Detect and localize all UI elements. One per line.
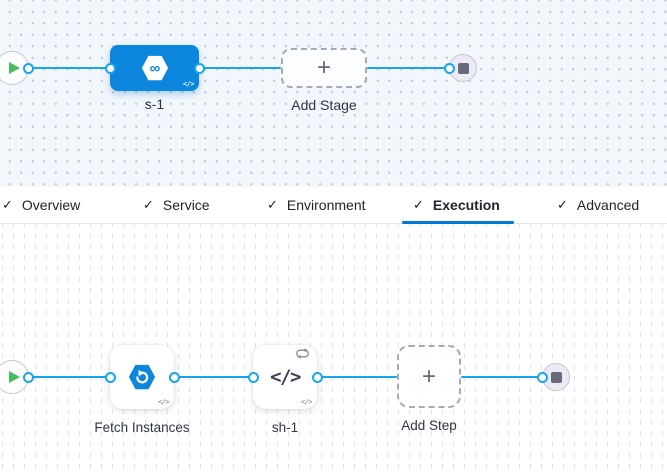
connection-port [536,371,548,383]
code-badge-icon: </> [157,398,170,406]
step-node-fetch-instances[interactable]: </> [110,345,174,409]
stop-icon [550,371,562,383]
shell-script-icon: </> [270,366,301,388]
connection-port [22,371,34,383]
pipeline-stage-canvas[interactable]: ∞ </> + s-1 Add Stage [0,0,667,187]
play-icon [8,371,20,383]
check-icon: ✓ [143,197,154,212]
add-step-button[interactable]: + [397,345,461,408]
step-label: Fetch Instances [94,420,190,435]
step-label: sh-1 [271,420,299,435]
execution-step-canvas[interactable]: </> </> </> + Fetch Instances sh-1 Add S… [0,224,667,475]
infinity-glyph: ∞ [149,60,160,77]
tab-advanced[interactable]: ✓ Advanced [557,197,640,213]
connection-port [104,62,116,74]
connection-port [247,371,259,383]
connector-edge [28,66,110,70]
stage-config-tabs: ✓ Overview ✓ Service ✓ Environment ✓ Exe… [0,187,667,224]
connector-edge [317,375,397,379]
add-stage-button[interactable]: + [281,48,367,88]
connection-port [193,62,205,74]
connection-port [311,371,323,383]
check-icon: ✓ [413,197,424,212]
add-step-label: Add Step [401,418,457,433]
connection-port [168,371,180,383]
step-node-sh-1[interactable]: </> </> [253,345,317,409]
execution-end-node[interactable] [542,363,570,391]
stage-node-s-1[interactable]: ∞ </> [110,45,199,91]
tab-execution[interactable]: ✓ Execution [402,187,514,224]
connection-port [22,62,34,74]
play-icon [8,62,20,74]
stage-label: s-1 [144,96,165,112]
plus-icon: + [421,362,436,390]
fetch-instances-icon [128,364,156,390]
loop-icon [294,348,311,360]
check-icon: ✓ [2,197,13,212]
connector-edge [461,375,542,379]
tab-environment[interactable]: ✓ Environment [267,197,366,213]
tab-overview[interactable]: ✓ Overview [2,197,81,213]
add-stage-label: Add Stage [291,97,357,113]
plus-icon: + [316,54,331,81]
code-badge-icon: </> [300,398,313,406]
connection-port [443,62,455,74]
stop-icon [457,62,469,74]
tab-service[interactable]: ✓ Service [143,197,210,213]
code-badge-icon: </> [182,80,195,88]
cd-stage-icon: ∞ [141,55,168,81]
check-icon: ✓ [557,197,568,212]
connector-edge [174,375,253,379]
check-icon: ✓ [267,197,278,212]
connection-port [104,371,116,383]
connector-edge [199,66,281,70]
connector-edge [28,375,110,379]
connector-edge [367,66,449,70]
